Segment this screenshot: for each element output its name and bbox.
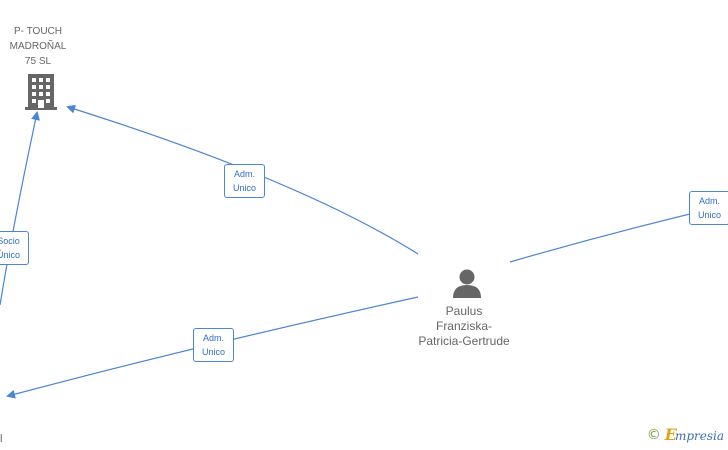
edge-label-adm-right[interactable]: Adm. Unico bbox=[689, 191, 728, 225]
edge-label-adm-top[interactable]: Adm. Unico bbox=[224, 164, 265, 198]
edge-left-to-company[interactable] bbox=[0, 111, 40, 306]
building-icon[interactable] bbox=[25, 74, 57, 110]
empresia-logo[interactable]: Empresia bbox=[665, 425, 724, 445]
edge-label-adm-bottom[interactable]: Adm. Unico bbox=[193, 328, 234, 362]
brand-name: mpresia bbox=[674, 429, 724, 443]
brand-initial: E bbox=[664, 425, 677, 444]
company-node-label[interactable]: P- TOUCH MADROÑAL 75 SL bbox=[9, 26, 67, 67]
person-icon[interactable] bbox=[452, 268, 482, 298]
edge-person-to-company[interactable] bbox=[66, 104, 419, 255]
footer-brand[interactable]: © Empresia bbox=[647, 425, 724, 445]
edge-label-socio-left[interactable]: Socio Único bbox=[0, 231, 29, 265]
person-node-label[interactable]: Paulus Franziska- Patricia-Gertrude bbox=[418, 304, 510, 348]
copyright-icon: © bbox=[646, 427, 661, 443]
offscreen-node-label[interactable]: l bbox=[0, 433, 3, 445]
